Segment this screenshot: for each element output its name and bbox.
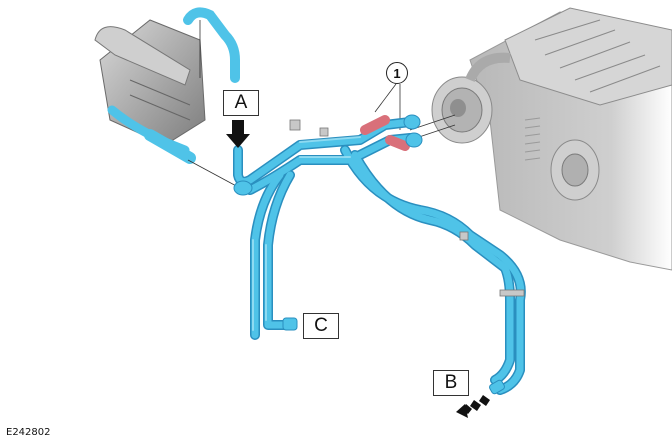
callout-c: C [303,313,339,339]
arrow-b-icon [456,395,490,418]
hose-connectors [233,114,505,395]
callout-b: B [433,370,469,396]
item-1-hose-sections [360,115,410,151]
callout-a: A [223,90,259,116]
arrow-a-icon [226,120,250,148]
figure-id: E242802 [6,427,51,438]
hvac-unit [431,7,672,271]
auxiliary-heater [94,19,206,164]
hose-network [233,117,526,395]
callout-item-1: 1 [386,62,408,84]
hose-clips [289,119,525,297]
upper-hose [183,7,240,83]
